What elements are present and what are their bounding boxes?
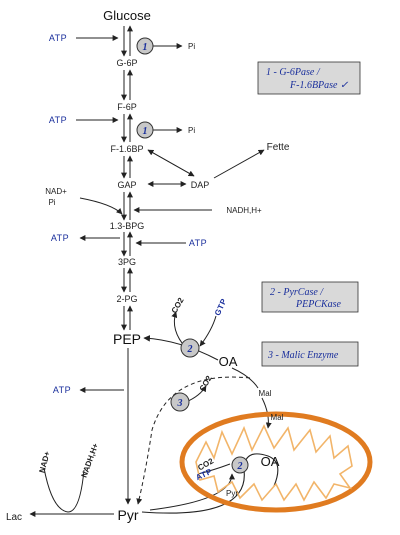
main-pathway-arrows	[121, 25, 133, 505]
legend-box-1: 1 - G-6Pase / F-1.6BPase ✓	[257, 61, 361, 95]
enzyme-markers: 1 1 2 3 2	[136, 37, 249, 474]
metabolite-mal-in: Mal	[271, 413, 284, 422]
metabolite-oa: OA	[219, 354, 238, 369]
cofactor-atp-5: ATP	[53, 385, 71, 395]
cofactor-atp-1: ATP	[49, 33, 67, 43]
metabolite-oa-mito: OA	[261, 454, 280, 469]
cofactor-pi-3: Pi	[48, 198, 55, 207]
enzyme-marker-2b: 2	[231, 456, 249, 474]
cofactor-nadh-bottom: NADH,H+	[80, 442, 101, 479]
metabolite-dap: DAP	[191, 180, 210, 190]
metabolite-f6p: F-6P	[117, 102, 137, 112]
metabolite-mal-out: Mal	[259, 389, 272, 398]
metabolite-glucose: Glucose	[103, 8, 151, 23]
enzyme-marker-1a-label: 1	[143, 42, 148, 53]
side-reactions	[29, 35, 279, 517]
legend-box-2-line-1: 2 - PyrCase /	[270, 287, 324, 298]
metabolite-fette: Fette	[267, 142, 290, 153]
legend-box-1-line-1: 1 - G-6Pase /	[266, 67, 321, 78]
legend-box-2: 2 - PyrCase / PEPCKase	[261, 281, 359, 313]
metabolite-pyr-mito: Pyr	[226, 489, 238, 498]
enzyme-marker-2a: 2	[180, 338, 200, 358]
cofactor-nad-plus: NAD+	[45, 187, 67, 196]
cofactor-atp-3: ATP	[51, 233, 69, 243]
cristae	[195, 424, 353, 502]
enzyme-marker-1b: 1	[136, 121, 154, 139]
enzyme-marker-2a-label: 2	[187, 344, 193, 355]
metabolite-f16bp: F-1.6BP	[110, 144, 143, 154]
legend-box-1-line-2: F-1.6BPase ✓	[289, 80, 349, 91]
legend-box-3-text: 3 - Malic Enzyme	[267, 350, 339, 361]
cofactor-co2-1: CO2	[170, 296, 186, 315]
cofactor-nad-bottom: NAD+	[37, 450, 51, 474]
metabolite-lac: Lac	[6, 512, 22, 523]
metabolite-g6p: G-6P	[116, 58, 137, 68]
cofactor-pi-1: Pi	[188, 42, 195, 51]
metabolite-pyr: Pyr	[118, 507, 139, 523]
cofactor-nadh: NADH,H+	[226, 206, 262, 215]
enzyme-marker-1b-label: 1	[143, 126, 148, 137]
cofactor-gtp: GTP	[213, 297, 229, 317]
mitochondrion	[179, 411, 373, 513]
enzyme-marker-2b-label: 2	[237, 461, 243, 472]
enzyme-marker-1a: 1	[136, 37, 154, 55]
enzyme-marker-3-label: 3	[177, 398, 183, 409]
legend-box-3: 3 - Malic Enzyme	[261, 341, 359, 367]
cofactor-atp-2: ATP	[49, 115, 67, 125]
enzyme-marker-3: 3	[170, 392, 190, 412]
metabolite-pg2: 2-PG	[116, 294, 137, 304]
cofactor-pi-2: Pi	[188, 126, 195, 135]
metabolite-pg3: 3PG	[118, 257, 136, 267]
cofactor-labels: ATP Pi ATP Pi NAD+ Pi NADH,H+ ATP ATP CO…	[37, 33, 262, 482]
metabolite-pep: PEP	[113, 331, 141, 347]
cofactor-atp-4: ATP	[189, 238, 207, 248]
cofactor-co2-2: CO2	[198, 374, 214, 393]
metabolite-gap: GAP	[117, 180, 136, 190]
metabolite-labels: Glucose G-6P F-6P F-1.6BP GAP DAP 1.3-BP…	[6, 8, 290, 523]
legend-box-2-line-2: PEPCKase	[295, 299, 342, 310]
metabolite-bpg13: 1.3-BPG	[110, 221, 145, 231]
